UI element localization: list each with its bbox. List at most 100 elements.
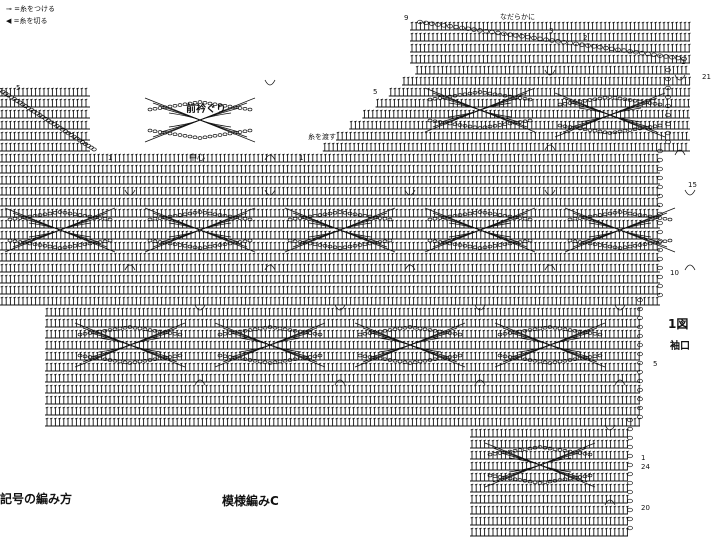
stitch-mark [122,175,126,178]
stitch-mark [617,153,621,156]
stitch-mark [658,76,662,79]
stitch-mark [517,208,521,211]
stitch-mark [399,164,403,167]
stitch-mark [421,109,425,112]
stitch-mark [592,164,596,167]
stitch-mark [349,241,353,244]
stitch-mark [608,142,612,145]
stitch-mark [570,21,574,24]
stitch-mark [13,164,17,167]
stitch-mark [302,197,306,200]
stitch-mark [466,241,470,244]
stitch-mark [491,241,495,244]
stitch-mark [645,87,649,90]
stitch-mark [260,197,264,200]
stitch-mark [637,32,641,35]
stitch-mark [361,186,365,189]
stitch-mark [290,197,294,200]
stitch-mark [472,109,476,112]
stitch-mark [473,54,477,57]
stitch-mark [172,164,176,167]
stitch-mark [160,164,164,167]
stitch-mark [379,109,383,112]
stitch-mark [13,252,17,255]
stitch-mark [97,186,101,189]
stitch-mark [536,54,540,57]
stitch-mark [265,153,269,156]
stitch-mark [181,175,185,178]
stitch-mark [533,219,537,222]
stitch-mark [609,197,613,200]
stitch-mark [533,131,537,134]
stitch-mark [469,21,473,24]
stitch-mark [109,164,113,167]
stitch-mark [595,21,599,24]
stitch-mark [59,219,63,222]
stitch-mark [281,241,285,244]
stitch-mark [520,65,524,68]
stitch-mark [172,252,176,255]
stitch-mark [206,175,210,178]
stitch-mark [302,219,306,222]
stitch-mark [76,87,80,90]
stitch-mark [193,252,197,255]
stitch-mark [536,21,540,24]
stitch-mark [567,186,571,189]
stitch-mark [370,230,374,233]
stitch-mark [523,87,527,90]
stitch-mark [55,186,59,189]
stitch-mark [659,131,663,134]
stitch-mark [378,153,382,156]
stitch-mark [357,131,361,134]
stitch-mark [55,98,59,101]
stitch-mark [378,175,382,178]
stitch-mark [477,21,481,24]
stitch-mark [500,230,504,233]
stitch-mark [670,98,674,101]
stitch-mark [269,230,273,233]
stitch-mark [538,120,542,123]
stitch-mark [4,230,8,233]
stitch-mark [553,76,557,79]
stitch-mark [331,142,335,145]
stitch-mark [421,120,425,123]
stitch-mark [206,252,210,255]
stitch-mark [252,175,256,178]
stitch-mark [580,219,584,222]
stitch-mark [528,43,532,46]
stitch-mark [134,175,138,178]
stitch-mark [609,230,613,233]
stitch-mark [444,54,448,57]
stitch-mark [575,153,579,156]
stitch-mark [21,252,25,255]
stitch-mark [227,197,231,200]
stitch-mark [160,208,164,211]
stitch-mark [617,175,621,178]
stitch-mark [172,186,176,189]
stitch-mark [412,241,416,244]
stitch-mark [290,230,294,233]
stitch-mark [71,186,75,189]
stitch-mark [189,230,193,233]
stitch-mark [584,164,588,167]
stitch-mark [536,76,540,79]
stitch-mark [552,98,556,101]
stitch-mark [21,98,25,101]
stitch-mark [416,131,420,134]
stitch-mark [353,241,357,244]
stitch-mark [0,241,4,244]
stitch-mark [583,65,587,68]
stitch-mark [147,164,151,167]
stitch-mark [428,186,432,189]
stitch-mark [545,142,549,145]
stitch-mark [571,230,575,233]
stitch-mark [273,252,277,255]
stitch-mark [395,131,399,134]
stitch-mark [374,230,378,233]
stitch-mark [601,175,605,178]
stitch-mark [584,219,588,222]
stitch-mark [436,65,440,68]
stitch-mark [286,230,290,233]
stitch-mark [466,186,470,189]
stitch-mark [302,241,306,244]
